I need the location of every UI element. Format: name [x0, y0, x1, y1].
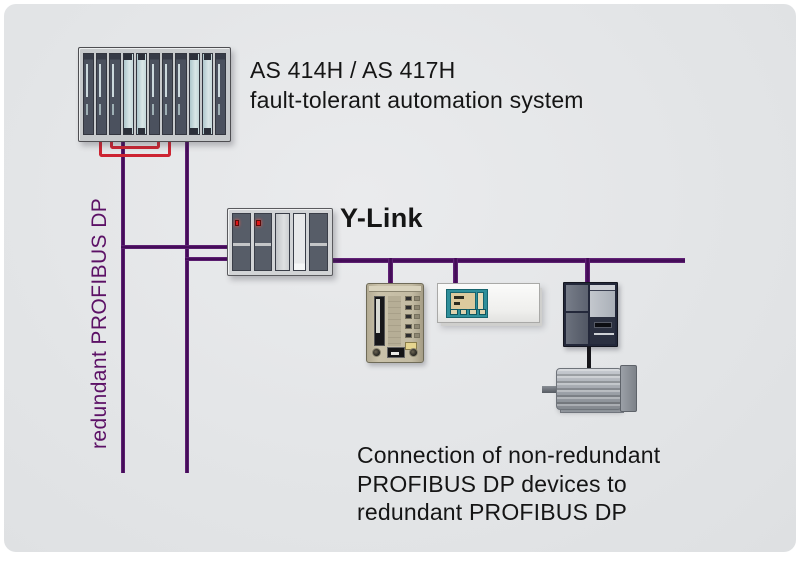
bus-drop-device-2: [453, 258, 458, 285]
ylink-slot-module: [293, 213, 307, 271]
profibus-branch-to-ylink-1: [121, 245, 230, 249]
status-led: [234, 219, 240, 227]
rack-module: [214, 53, 227, 135]
ylink-slot-module: [253, 213, 273, 271]
rack-module: [148, 53, 161, 135]
drive-front-panel: [590, 291, 615, 317]
redundant-profibus-line-2: [185, 140, 189, 473]
controller-bargraph-display: [374, 296, 385, 346]
motor-shaft: [542, 386, 558, 393]
profibus-device-controller-icon: [366, 283, 424, 363]
rack-module: [175, 53, 187, 135]
controller-top-strip: [369, 286, 421, 292]
ylink-slot-module: [309, 213, 328, 271]
drive-to-motor-cable: [587, 347, 591, 372]
rack-module: [83, 53, 95, 135]
ylink-label: Y-Link: [340, 203, 423, 233]
controller-scale-strip: [388, 296, 401, 346]
automation-rack-icon: [78, 47, 231, 142]
field-device-keys: [450, 309, 486, 315]
drive-display-slot: [594, 322, 612, 328]
redundant-profibus-line-1: [121, 140, 125, 473]
field-device-screen: [450, 292, 476, 310]
drive-control-column: [590, 285, 615, 344]
sync-cable-inner: [110, 140, 160, 149]
rack-module: [96, 53, 108, 135]
motor-end-cap: [620, 365, 637, 412]
controller-digital-display: [387, 347, 405, 358]
bus-drop-device-3: [585, 258, 590, 285]
caption-line3: redundant PROFIBUS DP: [357, 499, 628, 525]
rack-module: [122, 53, 134, 135]
controller-knob-left: [372, 348, 381, 357]
motor-body-icon: [556, 368, 622, 410]
caption-line2: PROFIBUS DP devices to: [357, 470, 627, 497]
system-title: AS 414H / AS 417H fault-tolerant automat…: [250, 55, 584, 115]
system-title-line1: AS 414H / AS 417H: [250, 57, 456, 83]
redundant-profibus-label: redundant PROFIBUS DP: [88, 197, 111, 449]
ylink-slot-module: [275, 213, 291, 271]
sync-cable-outer: [99, 140, 171, 157]
system-title-line2: fault-tolerant automation system: [250, 87, 584, 113]
rack-module: [109, 53, 121, 135]
controller-knob-right: [409, 348, 418, 357]
bus-drop-device-1: [388, 258, 393, 285]
non-redundant-profibus-bus: [331, 258, 685, 263]
profibus-branch-to-ylink-2: [185, 257, 230, 261]
rack-module: [201, 53, 213, 135]
field-device-sidebar: [477, 292, 484, 310]
profibus-device-field-icon: [437, 283, 540, 323]
rack-module: [162, 53, 174, 135]
ylink-slot-module: [232, 213, 251, 271]
rack-module: [135, 53, 147, 135]
profibus-device-drive-icon: [563, 282, 618, 347]
drive-lower-section: [590, 317, 615, 344]
drive-label-strip: [590, 285, 615, 291]
caption-line1: Connection of non-redundant: [357, 442, 661, 468]
caption-text: Connection of non-redundant PROFIBUS DP …: [357, 441, 660, 527]
rack-module: [188, 53, 200, 135]
field-device-panel: [446, 289, 488, 318]
drive-power-blocks: [566, 285, 588, 344]
controller-key-grid: [405, 296, 420, 340]
drive-detail-line: [594, 333, 614, 335]
ylink-module-icon: [227, 208, 333, 276]
status-led: [256, 219, 261, 227]
